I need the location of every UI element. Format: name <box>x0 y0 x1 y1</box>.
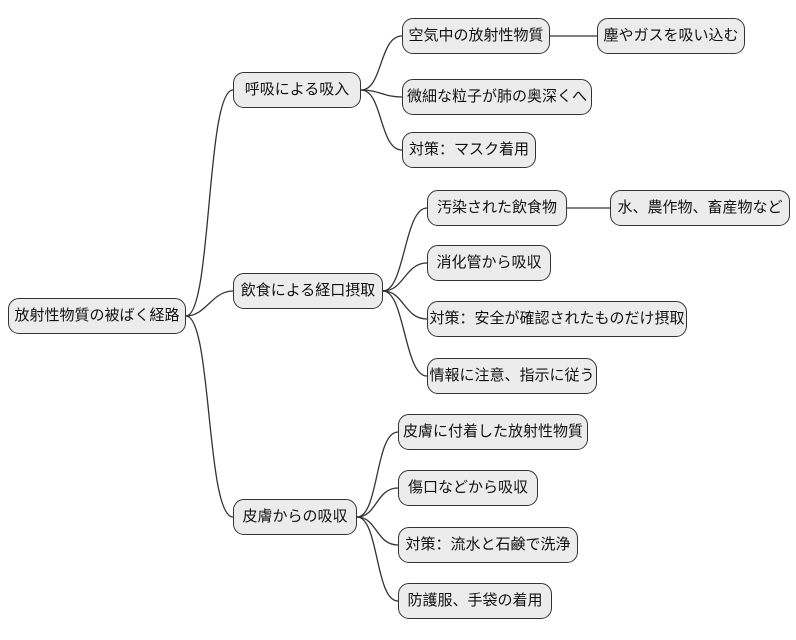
edge-root-ingestion <box>185 290 234 317</box>
edge-inhalation-mask <box>360 89 403 151</box>
mindmap-node-follow-instructions: 情報に注意、指示に従う <box>427 358 597 394</box>
mindmap-node-skin-branch: 皮膚からの吸収 <box>233 499 357 535</box>
mindmap-node-airborne-material: 空気中の放射性物質 <box>402 18 550 54</box>
mindmap-node-inhalation-branch: 呼吸による吸入 <box>233 72 361 108</box>
edge-root-skin <box>185 315 234 518</box>
mindmap-node-ingestion-branch: 飲食による経口摂取 <box>233 273 383 309</box>
mindmap-node-fine-particles-lungs: 微細な粒子が肺の奥深くへ <box>402 79 592 115</box>
edge-skin-washing <box>356 516 399 546</box>
mindmap-node-protective-clothing: 防護服、手袋の着用 <box>398 583 552 619</box>
mindmap-node-absorption-through-wounds: 傷口などから吸収 <box>398 470 538 506</box>
edge-inhalation-airborne <box>360 35 403 91</box>
mindmap-node-inhaling-dust-gas: 塵やガスを吸い込む <box>597 18 745 54</box>
edge-skin-protective-gear <box>356 516 399 602</box>
edge-skin-wounds <box>356 487 399 518</box>
edge-ingestion-safe-food <box>382 290 428 320</box>
edge-ingestion-contaminated <box>382 207 428 292</box>
mindmap-node-countermeasure-safe-food: 対策：安全が確認されたものだけ摂取 <box>427 301 687 337</box>
edge-root-inhalation <box>185 89 234 317</box>
edge-inhalation-particles <box>360 89 403 98</box>
edge-ingestion-information <box>382 290 428 377</box>
mindmap-node-root-exposure-routes: 放射性物質の被ばく経路 <box>8 298 186 334</box>
edge-skin-attached <box>356 431 399 518</box>
mindmap-node-contaminated-food: 汚染された飲食物 <box>427 190 567 226</box>
mindmap-node-water-crops-livestock: 水、農作物、畜産物など <box>610 190 790 226</box>
mindmap-node-countermeasure-mask: 対策：マスク着用 <box>402 132 536 168</box>
mindmap-node-countermeasure-washing: 対策：流水と石鹸で洗浄 <box>398 527 578 563</box>
edge-ingestion-digestive <box>382 262 428 292</box>
mindmap-node-material-on-skin: 皮膚に付着した放射性物質 <box>398 414 588 450</box>
mindmap-node-digestive-absorption: 消化管から吸収 <box>427 245 551 281</box>
